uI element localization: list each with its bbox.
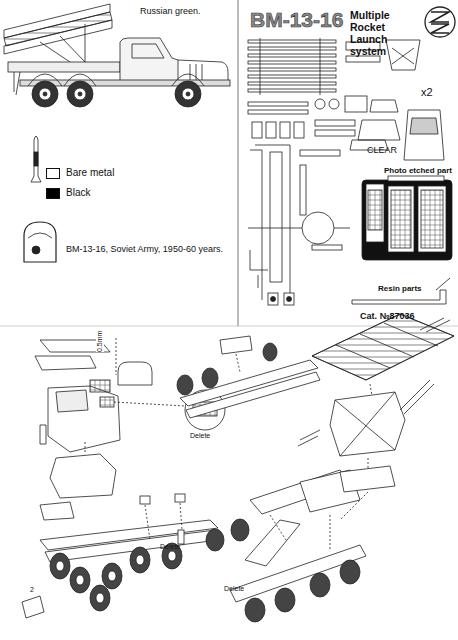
photo-etched-fret bbox=[362, 176, 452, 260]
dimension: 0.5mm bbox=[96, 331, 104, 352]
cab-assembly bbox=[35, 338, 225, 520]
instruction-note: Delete bbox=[160, 543, 180, 551]
instruction-note: Delete bbox=[224, 585, 244, 593]
chassis-top bbox=[177, 336, 320, 418]
launcher-assembly bbox=[298, 314, 454, 520]
resin-parts bbox=[352, 278, 450, 304]
legend-text: Bare metal bbox=[66, 167, 114, 179]
legend-text: Black bbox=[66, 187, 90, 199]
part-group-label: Photo etched part bbox=[384, 166, 452, 175]
door-icon bbox=[24, 222, 56, 262]
part-group-label: Resin parts bbox=[378, 284, 422, 293]
rear-assembly bbox=[206, 470, 366, 622]
instruction-note: Delete bbox=[190, 432, 210, 440]
legend-swatch bbox=[46, 188, 60, 199]
catalogue-number: Cat. №87036 bbox=[360, 311, 415, 321]
sheet-subtitle: Multiple Rocket Launch system bbox=[350, 9, 422, 57]
sheet-title: BM-13-16 bbox=[250, 8, 343, 32]
callout-number: 2 bbox=[30, 586, 34, 594]
paint-note: Russian green. bbox=[140, 6, 201, 16]
quantity-note: x2 bbox=[421, 86, 433, 99]
brand-logo bbox=[425, 7, 455, 37]
legend-swatch bbox=[46, 168, 60, 179]
rocket-icon bbox=[31, 136, 41, 182]
chassis-left bbox=[22, 494, 218, 618]
version-caption: BM-13-16, Soviet Army, 1950-60 years. bbox=[66, 244, 234, 254]
part-note: CLEAR bbox=[367, 145, 397, 155]
truck-profile bbox=[4, 4, 230, 107]
